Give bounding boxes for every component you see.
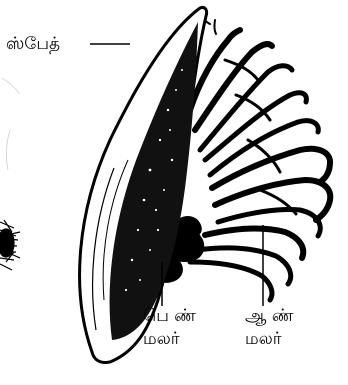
male-flower-label-line1: ஆ ண் <box>245 305 294 327</box>
male-flower-label-line2: மலர் <box>245 328 282 350</box>
female-flower-label-line2: மலர் <box>143 328 180 350</box>
female-flower-label-line1: பெ ண் <box>143 305 196 327</box>
spathe-label: ஸ்பேத் <box>6 33 60 55</box>
